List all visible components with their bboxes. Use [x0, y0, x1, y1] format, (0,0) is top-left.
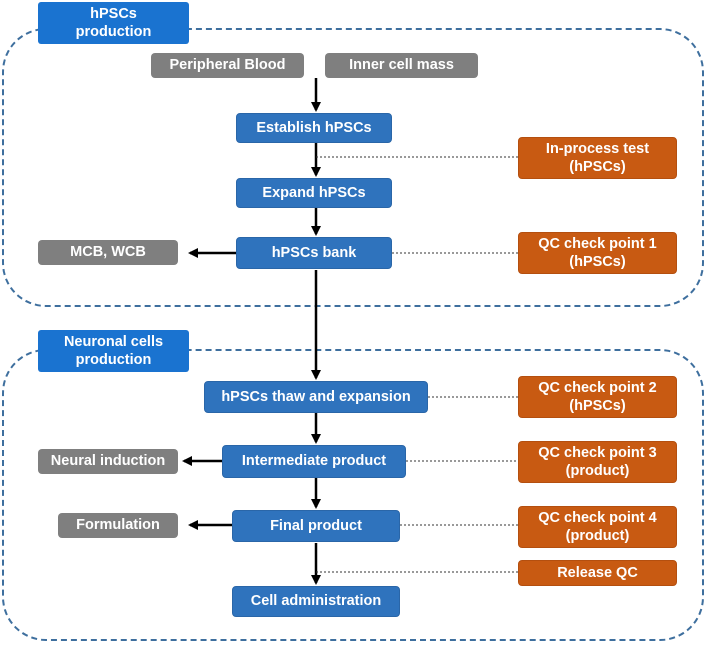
qc-in-process-test: In-process test (hPSCs) [518, 137, 677, 179]
step-intermediate-product: Intermediate product [222, 445, 406, 478]
source-inner-cell-mass: Inner cell mass [325, 53, 478, 78]
qc-check-point-2: QC check point 2 (hPSCs) [518, 376, 677, 418]
step-hpscs-bank: hPSCs bank [236, 237, 392, 269]
hpsc-production-frame [2, 28, 704, 307]
qc-check-point-3: QC check point 3 (product) [518, 441, 677, 483]
qc-check-point-1: QC check point 1 (hPSCs) [518, 232, 677, 274]
source-peripheral-blood: Peripheral Blood [151, 53, 304, 78]
output-neural-induction: Neural induction [38, 449, 178, 474]
neuronal-production-frame [2, 349, 704, 641]
step-cell-administration: Cell administration [232, 586, 400, 617]
step-establish-hpscs: Establish hPSCs [236, 113, 392, 143]
output-formulation: Formulation [58, 513, 178, 538]
step-thaw-and-expansion: hPSCs thaw and expansion [204, 381, 428, 413]
step-expand-hpscs: Expand hPSCs [236, 178, 392, 208]
hpsc-production-title: hPSCs production [38, 2, 189, 44]
qc-check-point-4: QC check point 4 (product) [518, 506, 677, 548]
output-mcb-wcb: MCB, WCB [38, 240, 178, 265]
step-final-product: Final product [232, 510, 400, 542]
qc-release: Release QC [518, 560, 677, 586]
neuronal-production-title: Neuronal cells production [38, 330, 189, 372]
